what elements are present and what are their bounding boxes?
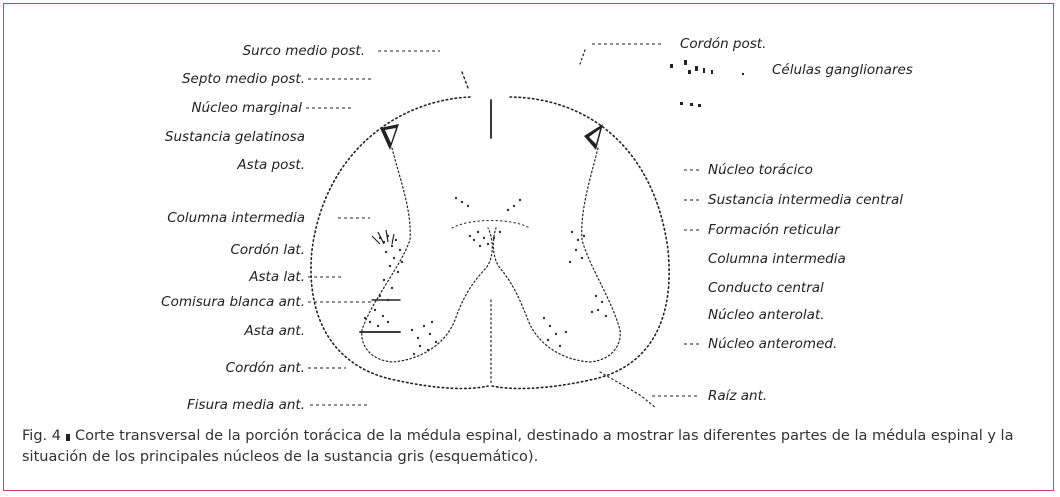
label-fisura-media-ant: Fisura media ant. (187, 397, 305, 413)
label-columna-intermedia-right: Columna intermedia (708, 251, 846, 267)
label-formacion-reticular: Formación reticular (708, 222, 840, 238)
nucleus-stipple-right (492, 198, 608, 348)
label-nucleo-anterolat: Núcleo anterolat. (708, 307, 825, 323)
grey-matter-left (361, 147, 493, 363)
spinal-cord-cross-section-diagram (306, 43, 744, 409)
label-nucleo-anteromed: Núcleo anteromed. (708, 336, 838, 352)
label-cordon-ant: Cordón ant. (225, 360, 305, 376)
label-septo-medio-post: Septo medio post. (181, 71, 305, 87)
label-nucleo-marginal: Núcleo marginal (191, 100, 302, 116)
nucleus-stipple-left (363, 196, 490, 356)
caption-bullet-icon (65, 434, 70, 441)
lateral-horn-fibres (371, 229, 395, 245)
leader-lines-left (306, 50, 440, 406)
grey-matter-right (492, 147, 621, 363)
label-asta-lat: Asta lat. (249, 269, 305, 285)
label-surco-medio-post: Surco medio post. (242, 43, 365, 59)
label-cordon-lat: Cordón lat. (230, 242, 305, 258)
figure-frame (3, 3, 1054, 491)
label-cordon-post: Cordón post. (680, 36, 767, 52)
ventral-root (599, 371, 657, 409)
label-asta-post: Asta post. (237, 157, 305, 173)
leader-lines-right (592, 43, 700, 397)
figure-number: Fig. 4 (22, 428, 61, 444)
cord-outline-right (491, 96, 670, 390)
label-conducto-central: Conducto central (708, 280, 824, 296)
cord-outline-left (310, 96, 489, 390)
label-columna-intermedia-left: Columna intermedia (167, 210, 305, 226)
dorsal-root-entry (579, 49, 586, 65)
ganglion-cell-dots (670, 60, 744, 107)
label-asta-ant: Asta ant. (244, 323, 305, 339)
label-sustancia-gelatinosa: Sustancia gelatinosa (164, 129, 305, 145)
grey-commissure (451, 220, 531, 229)
posterior-median-sulcus (461, 71, 469, 89)
label-comisura-blanca-ant: Comisura blanca ant. (161, 294, 305, 310)
label-sustancia-intermedia-central: Sustancia intermedia central (708, 192, 903, 208)
label-raiz-ant: Raíz ant. (708, 388, 768, 404)
label-nucleo-toracico: Núcleo torácico (708, 162, 813, 178)
label-celulas-ganglionares: Células ganglionares (772, 62, 913, 78)
caption-text: Corte transversal de la porción torácica… (22, 428, 1014, 465)
